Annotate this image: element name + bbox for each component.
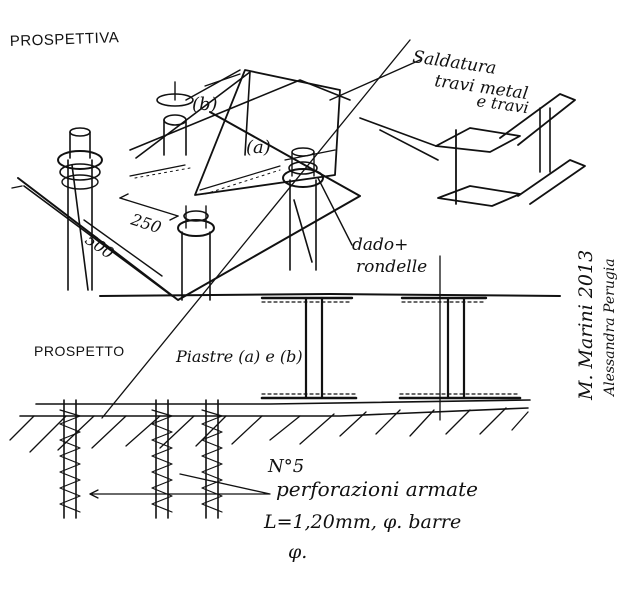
dim-250: 250 [128, 209, 164, 237]
dim-500: 500 [82, 230, 118, 263]
plate-a-label: (a) [246, 137, 271, 158]
note-perforazioni: perforazioni armate [276, 477, 478, 501]
note-count: N°5 [267, 456, 304, 477]
title-prospettiva: PROSPETTIVA [10, 29, 120, 50]
bolt-column-right [282, 147, 324, 271]
bolt-column-left [57, 127, 103, 291]
i-beam-perspective [359, 93, 586, 207]
bolt-column-center [177, 205, 215, 301]
svg-text:M. Marini 2013: M. Marini 2013 [575, 250, 597, 401]
label-rondelle: rondelle [356, 257, 427, 277]
perspective-view: (a) (b) [11, 47, 586, 301]
plate-b-label: (b) [192, 94, 218, 115]
label-piastre: Piastre (a) e (b) [175, 347, 303, 366]
title-prospetto: PROSPETTO [34, 343, 125, 359]
label-dado: dado+ [352, 235, 408, 255]
bolt-column-back [156, 81, 194, 156]
micropile-3 [201, 399, 223, 519]
svg-text:Alessandra Perugia: Alessandra Perugia [602, 258, 618, 398]
micropile-2 [151, 399, 173, 519]
micropile-1 [59, 399, 81, 519]
elevation-view: Piastre (a) e (b) N°5 perforazioni armat… [9, 293, 561, 563]
note-dimensions: L=1,20mm, φ. barre [263, 511, 461, 533]
projection-line [101, 39, 411, 419]
note-diameter: φ. [288, 541, 307, 563]
signature: M. Marini 2013 Alessandra Perugia [575, 250, 618, 401]
